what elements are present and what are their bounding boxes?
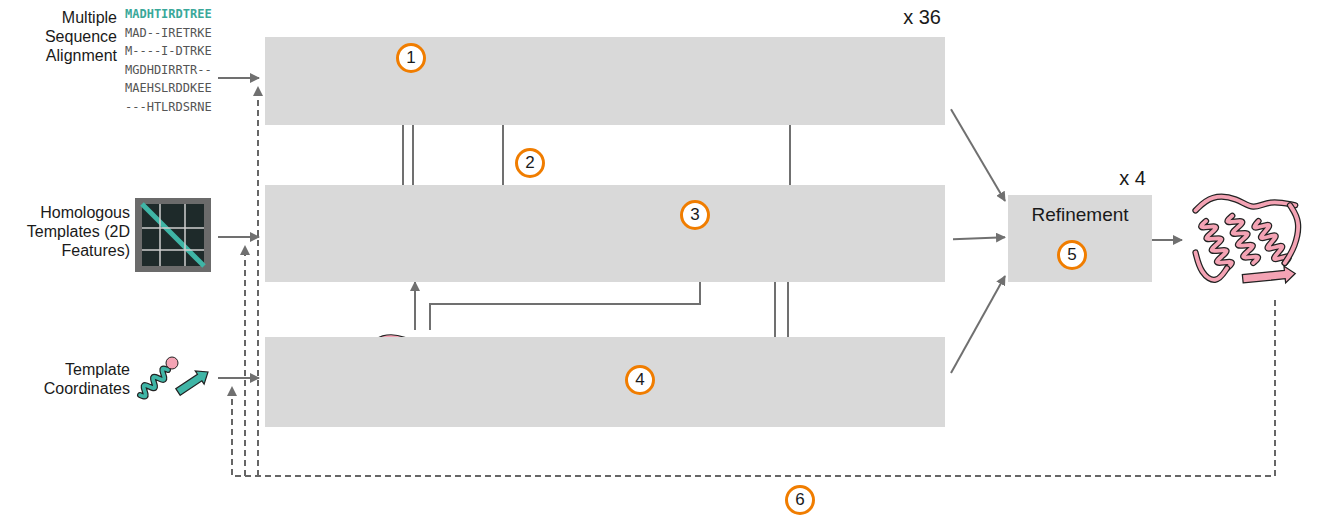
callout-circle: 6 [785,485,815,515]
pair-band: Homologous Templates (2D Features)3 [265,185,945,282]
callout-number: 5 [1067,245,1076,265]
alignment-row: MGDHDIRRTR-- [125,64,212,76]
callout-circle: 4 [625,365,655,395]
callout-circle: 3 [680,200,710,230]
row-heading: Multiple Sequence Alignment [15,8,117,66]
alignment-row: MADHTIRDTREE [125,8,212,20]
flow-arrow [953,237,1005,239]
structure-band: Template Coordinates4 [265,337,945,427]
refinement-box: Refinementx 45 [1008,195,1152,282]
callout-number: 4 [635,370,644,390]
template-thumbnail [135,198,211,272]
callout-number: 3 [690,205,699,225]
msa-band: Multiple Sequence Alignmentx 361 [265,37,945,125]
repeat-count: x 4 [1119,166,1146,190]
row-heading: Homologous Templates (2D Features) [15,203,130,261]
flow-arrow [951,109,1005,201]
alignment-row: MAD--IRETRKE [125,27,212,39]
callout-number: 2 [525,153,534,173]
alignment-row: M----I-DTRKE [125,45,212,57]
box-title: Refinement [1008,204,1152,227]
callout-number: 6 [795,490,804,510]
flow-arrow [951,276,1005,373]
callout-circle: 1 [396,43,426,73]
callout-circle: 2 [515,148,545,178]
alignment-row: ---HTLRDSRNE [125,101,212,113]
callout-circle: 5 [1057,240,1087,270]
alignment-row: MAEHSLRDDKEE [125,82,212,94]
callout-number: 1 [406,48,415,68]
recycling-loop [232,87,1275,476]
row-heading: Template Coordinates [25,360,130,398]
repeat-count: x 36 [903,5,941,29]
